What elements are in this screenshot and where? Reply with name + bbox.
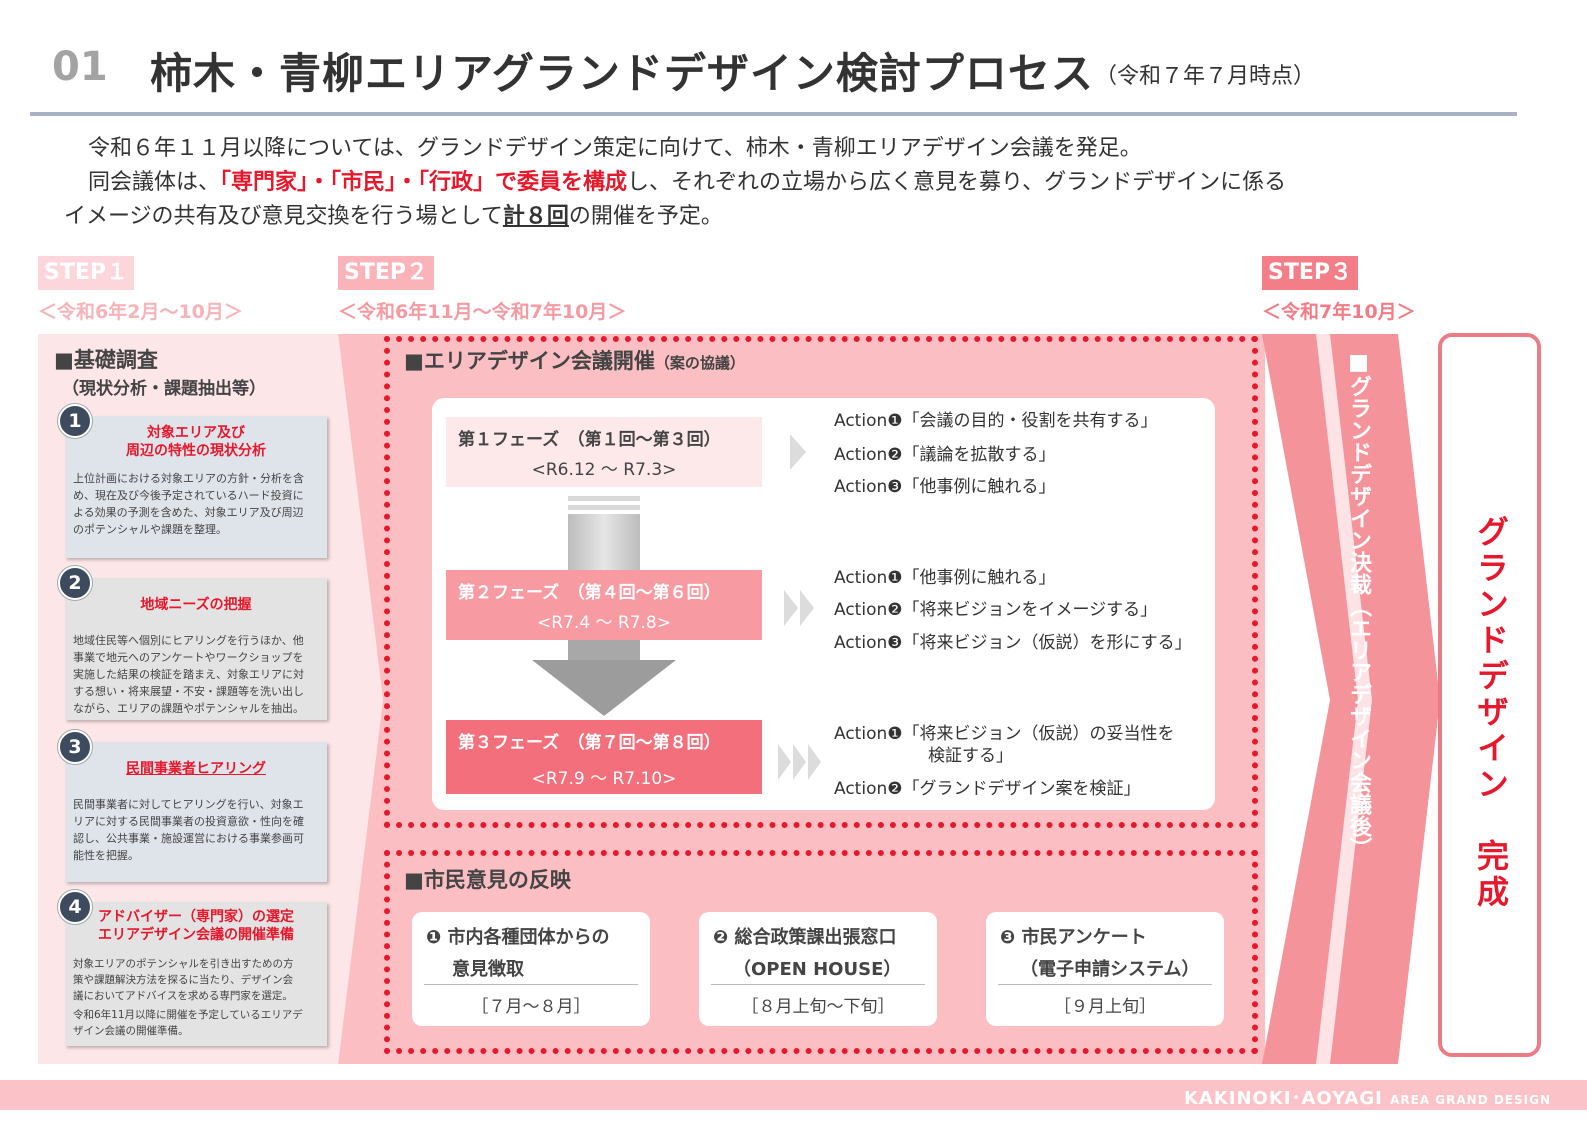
research-card-title: アドバイザー（専門家）の選定 エリアデザイン会議の開催準備 xyxy=(98,909,294,943)
research-card-title: 地域ニーズの把握 xyxy=(140,597,252,613)
phase-3-box: 第３フェーズ （第７回～第８回） <R7.9 ～ R7.10> xyxy=(446,720,762,794)
opinion-title: ■市民意見の反映 xyxy=(404,868,571,892)
footer-brand: KAKINOKI･AOYAGI AREA GRAND DESIGN xyxy=(1183,1088,1551,1109)
research-card-2: 地域ニーズの把握 地域住民等へ個別にヒアリングを行うほか、他事業で地元へのアンケ… xyxy=(65,578,327,720)
research-card-3: 民間事業者ヒアリング 民間事業者に対してヒアリングを行い、対象エリアに対する民間… xyxy=(65,742,327,882)
research-card-title: 民間事業者ヒアリング xyxy=(126,761,266,777)
step3-arrow-stripe xyxy=(1316,334,1372,1064)
footer-bar xyxy=(0,1080,1587,1110)
opinion-section-frame xyxy=(384,850,1258,1054)
phase-1-action-1: Action❶「会議の目的・役割を共有する」 xyxy=(834,411,1158,431)
opinion-card-divider xyxy=(711,984,925,985)
step1-heading: ■基礎調査 xyxy=(54,348,158,372)
research-card-4: アドバイザー（専門家）の選定 エリアデザイン会議の開催準備 対象エリアのポテンシ… xyxy=(65,902,327,1046)
step1-arrow-tip xyxy=(338,334,383,1064)
step3-arrow-shape xyxy=(1262,334,1440,1064)
number-badge-3: 3 xyxy=(58,730,92,764)
phase-1-title: 第１フェーズ （第１回～第３回） xyxy=(458,430,721,450)
opinion-card-title: ❸ 市民アンケート（電子申請システム） xyxy=(1000,927,1200,980)
opinion-card-period: ［８月上旬～下旬］ xyxy=(741,997,895,1017)
step3-decision-text: ■グランドデザイン決裁（エリアデザイン会議後） xyxy=(1346,350,1371,859)
meeting-section-frame xyxy=(384,336,1258,828)
chevron-right-icon xyxy=(790,434,806,470)
final-completion-text: グランドデザイン 完成 xyxy=(1472,515,1510,911)
opinion-card-divider xyxy=(998,984,1212,985)
opinion-card-2: ❷ 総合政策課出張窓口（OPEN HOUSE） ［８月上旬～下旬］ xyxy=(699,912,937,1026)
phase-2-box: 第２フェーズ （第４回～第６回） <R7.4 ～ R7.8> xyxy=(446,570,762,640)
intro-line-3-suffix: の開催を予定。 xyxy=(568,204,723,229)
page-title: 柿木・青柳エリアグランドデザイン検討プロセス xyxy=(150,49,1094,98)
title-divider xyxy=(30,112,1517,116)
phase-1-action-2: Action❷「議論を拡散する」 xyxy=(834,445,1056,465)
step3-label: STEP３ xyxy=(1262,256,1359,290)
phase-2-action-3: Action❸「将来ビジョン（仮説）を形にする」 xyxy=(834,633,1192,653)
phase-3-action-2: Action❷「グランドデザイン案を検証」 xyxy=(834,779,1141,799)
step2-label: STEP２ xyxy=(338,256,435,290)
step1-period: ＜令和6年2月～10月＞ xyxy=(38,301,243,323)
number-badge-4: 4 xyxy=(58,890,92,924)
triple-chevron-right-icon xyxy=(778,744,821,780)
title-date-note: （令和７年７月時点） xyxy=(1095,64,1316,89)
step3-period: ＜令和7年10月＞ xyxy=(1262,301,1416,323)
intro-line-2-suffix: し、それぞれの立場から広く意見を募り、グランドデザインに係る xyxy=(627,170,1287,195)
opinion-card-divider xyxy=(424,984,638,985)
intro-line-3-prefix: イメージの共有及び意見交換を行う場として xyxy=(64,204,503,229)
phase-3-title: 第３フェーズ （第７回～第８回） xyxy=(458,733,721,753)
step2-period: ＜令和6年11月～令和7年10月＞ xyxy=(338,301,627,323)
phase-flow-arrow xyxy=(532,496,676,716)
intro-count-highlight: 計８回 xyxy=(502,204,569,229)
research-card-body: 民間事業者に対してヒアリングを行い、対象エリアに対する民間事業者の投資意欲・性向… xyxy=(73,798,304,862)
intro-committee-highlight: 「専門家」・「市民」・「行政」で委員を構成 xyxy=(220,170,628,195)
intro-line-2: 同会議体は、「専門家」・「市民」・「行政」で委員を構成し、それぞれの立場から広く… xyxy=(88,166,1286,200)
research-card-body: 上位計画における対象エリアの方針・分析を含め、現在及び今後予定されているハード投… xyxy=(73,472,304,536)
intro-line-2-prefix: 同会議体は、 xyxy=(88,170,221,195)
intro-line-3: イメージの共有及び意見交換を行う場として計８回の開催を予定。 xyxy=(64,200,723,234)
number-badge-2: 2 xyxy=(58,566,92,600)
section-number: 01 xyxy=(52,44,108,90)
phase-2-action-1: Action❶「他事例に触れる」 xyxy=(834,568,1056,588)
phase-3-period: <R7.9 ～ R7.10> xyxy=(531,769,677,789)
intro-line-1: 令和６年１１月以降については、グランドデザイン策定に向けて、柿木・青柳エリアデザ… xyxy=(88,136,1142,161)
opinion-card-title: ❷ 総合政策課出張窓口（OPEN HOUSE） xyxy=(713,927,902,980)
opinion-card-1: ❶ 市内各種団体からの意見徴取 ［７月～８月］ xyxy=(412,912,650,1026)
phase-1-box: 第１フェーズ （第１回～第３回） <R6.12 ～ R7.3> xyxy=(446,417,762,487)
phase-1-action-3: Action❸「他事例に触れる」 xyxy=(834,477,1056,497)
phase-2-title: 第２フェーズ （第４回～第６回） xyxy=(458,583,721,603)
meeting-title-note: （案の協議） xyxy=(654,354,745,372)
phase-3-action-1: Action❶「将来ビジョン（仮説）の妥当性を xyxy=(834,724,1175,744)
step1-label: STEP１ xyxy=(38,256,135,290)
opinion-card-period: ［７月～８月］ xyxy=(471,997,591,1017)
double-chevron-right-icon xyxy=(784,590,814,626)
opinion-card-period: ［９月上旬］ xyxy=(1054,997,1156,1017)
research-card-title: 対象エリア及び 周辺の特性の現状分析 xyxy=(126,425,266,459)
number-badge-1: 1 xyxy=(58,404,92,438)
phase-2-action-2: Action❷「将来ビジョンをイメージする」 xyxy=(834,600,1158,620)
phase-2-period: <R7.4 ～ R7.8> xyxy=(537,613,671,633)
opinion-card-title: ❶ 市内各種団体からの意見徴取 xyxy=(426,927,610,980)
final-completion-box xyxy=(1438,333,1541,1057)
step1-subheading: （現状分析・課題抽出等） xyxy=(62,379,266,399)
phase-3-action-1-cont: 検証する」 xyxy=(928,746,1013,766)
opinion-card-3: ❸ 市民アンケート（電子申請システム） ［９月上旬］ xyxy=(986,912,1224,1026)
research-card-body: 対象エリアのポテンシャルを引き出すための方策や課題解決方法を探るに当たり、デザイ… xyxy=(73,958,303,1037)
research-card-body: 地域住民等へ個別にヒアリングを行うほか、他事業で地元へのアンケートやワークショッ… xyxy=(73,634,304,715)
research-card-1: 対象エリア及び 周辺の特性の現状分析 上位計画における対象エリアの方針・分析を含… xyxy=(65,416,327,558)
phase-1-period: <R6.12 ～ R7.3> xyxy=(531,460,677,480)
meeting-title: ■エリアデザイン会議開催（案の協議） xyxy=(404,349,745,373)
